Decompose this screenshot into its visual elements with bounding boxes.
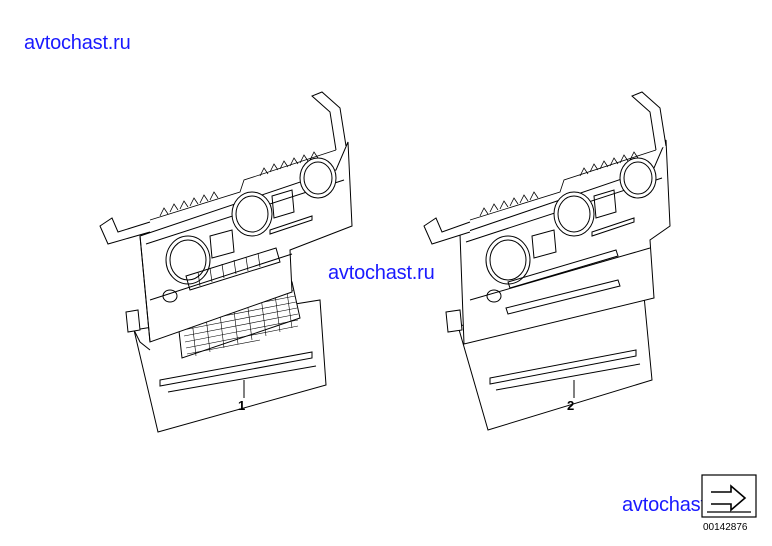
callout-part-1: 1 [238,398,246,413]
part-1-center-console-trim [99,91,353,433]
watermark-top: avtochast.ru [24,32,131,54]
catalog-arrow-icon [701,474,757,518]
watermark-middle: avtochast.ru [328,262,435,284]
callout-part-2: 2 [567,398,575,413]
catalog-number: 00142876 [703,522,748,533]
part-2-center-console-trim [423,91,671,431]
